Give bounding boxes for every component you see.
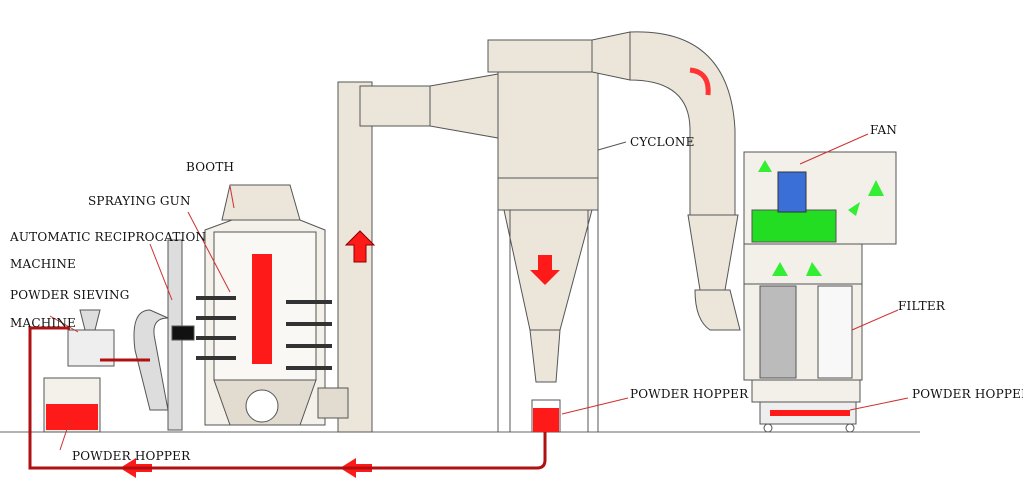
airflow-arrows [758, 160, 884, 276]
up-arrow [344, 230, 376, 263]
hopper-powder [46, 404, 98, 430]
duct-transition [429, 73, 499, 139]
booth-top [221, 184, 301, 221]
spray-powder-cloud [252, 254, 272, 364]
cyclone-top [487, 39, 593, 73]
label-spraying-gun: SPRAYING GUN [88, 194, 191, 208]
label-cyclone: CYCLONE [630, 135, 695, 149]
powder-return-line [28, 326, 547, 470]
duct-elbow [359, 85, 431, 127]
cyclone-body [497, 71, 599, 179]
filter-cartridge-2 [817, 285, 853, 379]
lower-cone [687, 214, 739, 291]
spraying-guns [196, 296, 332, 370]
fan-motor [777, 171, 807, 213]
label-fan: FAN [870, 123, 898, 137]
label-powder-hopper-cyclone: POWDER HOPPER [630, 387, 749, 401]
label-reciprocator-line2: MACHINE [10, 257, 76, 271]
label-sieving-line1: POWDER SIEVING [10, 288, 130, 302]
label-booth: BOOTH [186, 160, 235, 174]
airflow-arrow-red [689, 67, 711, 96]
cyclone-band [497, 177, 599, 211]
down-arrow [530, 255, 560, 285]
duct-to-filter [694, 289, 741, 331]
cyclone-neck [529, 329, 561, 383]
label-powder-hopper-left: POWDER HOPPER [72, 449, 191, 463]
label-reciprocator-line1: AUTOMATIC RECIPROCATION [10, 230, 207, 244]
fan-blower [751, 209, 837, 243]
label-powder-hopper-filter: POWDER HOPPER [912, 387, 1023, 401]
label-filter: FILTER [898, 299, 946, 313]
label-sieving-line2: MACHINE [10, 316, 76, 330]
cyclone-outlet [591, 31, 631, 81]
filter-powder-tray [770, 410, 850, 416]
return-duct [629, 31, 736, 216]
filter-cartridge-1 [759, 285, 797, 379]
